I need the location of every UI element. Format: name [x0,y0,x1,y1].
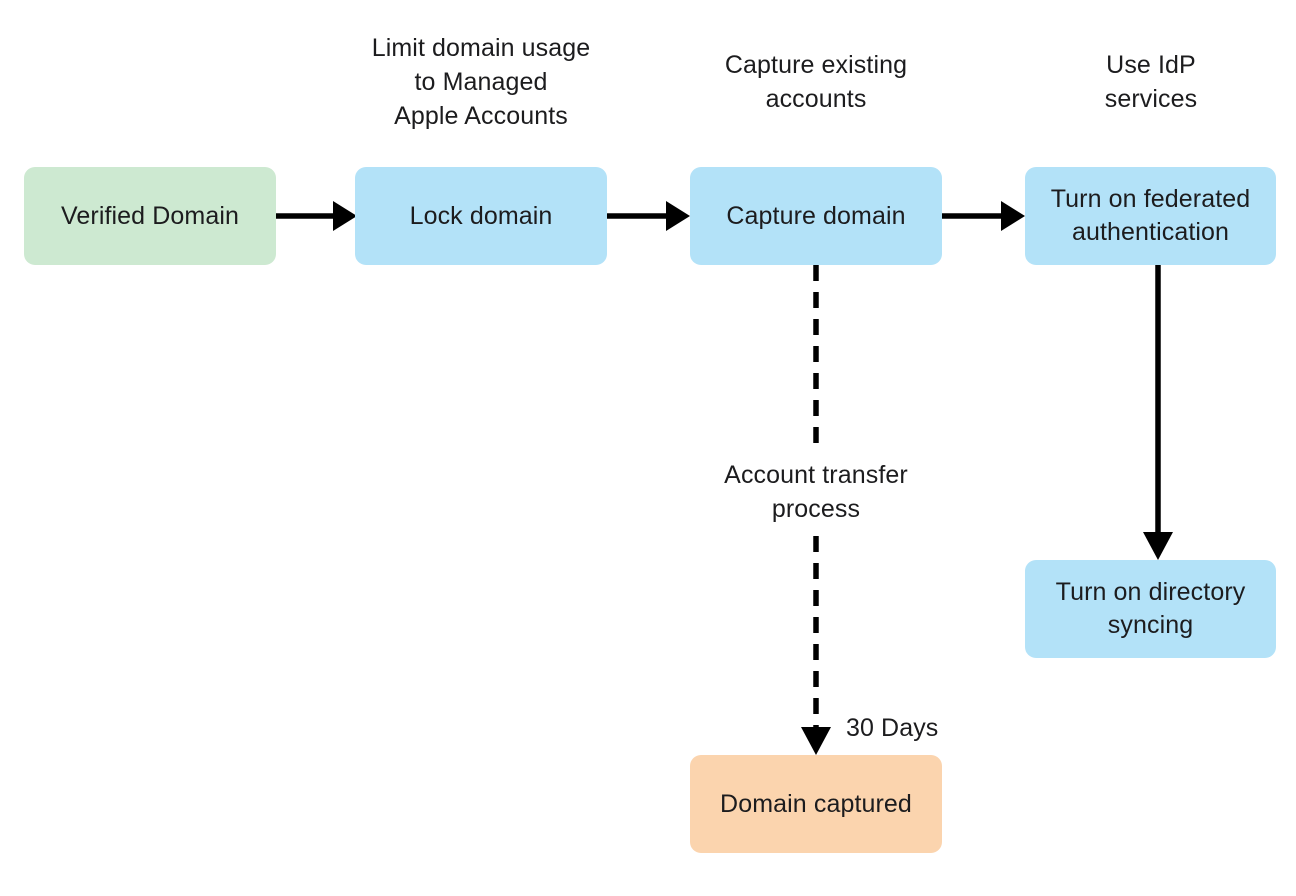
caption-capture-domain: Capture existing accounts [724,51,908,113]
node-capture-domain[interactable]: Capture domain [690,167,942,265]
node-verified-domain[interactable]: Verified Domain [24,167,276,265]
edge-lock-to-capture [607,201,690,231]
edge-capture-to-federated [942,201,1025,231]
edge-verified-to-lock [276,201,357,231]
node-domain-captured[interactable]: Domain captured [690,755,942,853]
edge-federated-to-directory [1143,265,1173,560]
node-directory-syncing[interactable]: Turn on directory syncing [1025,560,1276,658]
caption-federated-auth: Use IdP services [1104,51,1198,113]
node-federated-auth[interactable]: Turn on federated authentication [1025,167,1276,265]
caption-lock-domain: Limit domain usage to Managed Apple Acco… [371,34,591,130]
caption-30-days: 30 Days [846,714,939,742]
node-lock-domain[interactable]: Lock domain [355,167,607,265]
caption-account-transfer: Account transfer process [724,461,908,523]
